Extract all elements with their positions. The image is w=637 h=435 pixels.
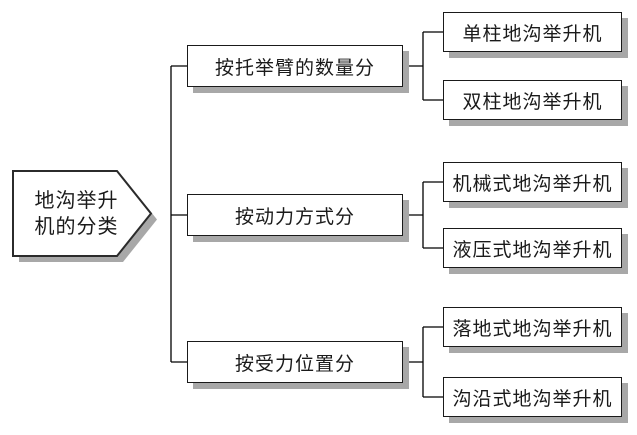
branch-box-force-position: 按受力位置分	[187, 341, 403, 383]
leaf-box-single-column: 单柱地沟举升机	[443, 12, 622, 52]
leaf-box-mechanical: 机械式地沟举升机	[443, 162, 622, 202]
root-label-line2: 机的分类	[34, 215, 119, 238]
root-label-line1: 地沟举升	[34, 189, 119, 212]
leaf-box-double-column: 双柱地沟举升机	[443, 80, 622, 120]
leaf-box-floor-type: 落地式地沟举升机	[443, 307, 622, 347]
connector-group-3	[403, 326, 443, 398]
connector-group-2	[403, 181, 443, 249]
root-shape	[12, 170, 153, 257]
leaf-box-ditch-edge-type: 沟沿式地沟举升机	[443, 377, 622, 417]
connector-group-1	[403, 31, 443, 101]
root-node-label: 地沟举升 机的分类	[13, 171, 140, 256]
leaf-box-hydraulic: 液压式地沟举升机	[443, 228, 622, 268]
branch-box-power-mode: 按动力方式分	[187, 194, 403, 236]
branch-box-arm-count: 按托举臂的数量分	[187, 45, 403, 87]
trunk-and-branch-lines	[170, 65, 187, 363]
